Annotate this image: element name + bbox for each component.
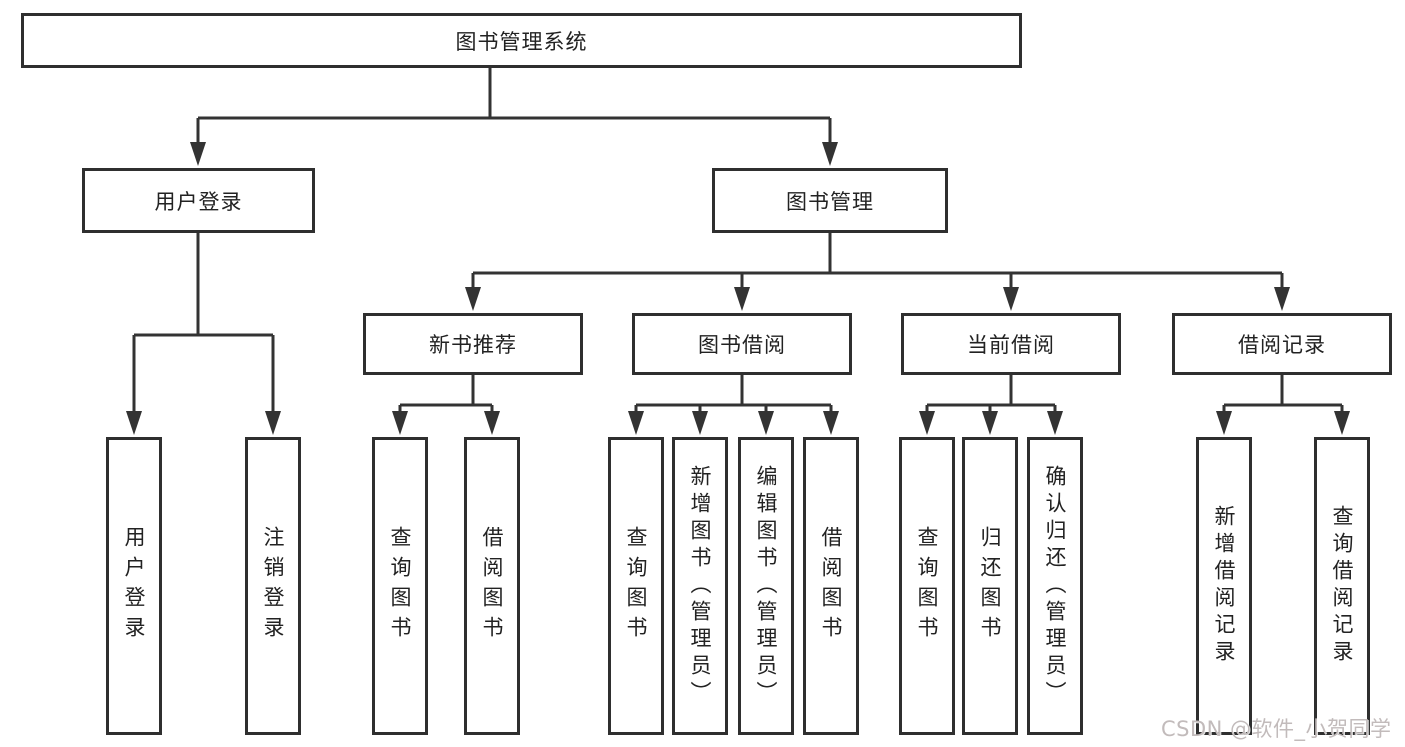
leaf-borrow-book: 借阅图书 xyxy=(803,437,859,735)
leaf-query-book-borrow: 查询图书 xyxy=(608,437,664,735)
node-book-mgmt: 图书管理 xyxy=(712,168,948,233)
leaf-return-book: 归还图书 xyxy=(962,437,1018,735)
leaf-query-borrow-record: 查询借阅记录 xyxy=(1314,437,1370,735)
leaf-user-login: 用户登录 xyxy=(106,437,162,735)
connector-new-book-recommend xyxy=(392,375,500,435)
node-borrow-records: 借阅记录 xyxy=(1172,313,1392,375)
connector-book-mgmt xyxy=(465,233,1290,311)
node-user-login: 用户登录 xyxy=(82,168,315,233)
leaf-edit-book-admin: 编辑图书（管理员） xyxy=(738,437,794,735)
csdn-watermark: CSDN @软件_小贺同学 xyxy=(1161,717,1392,741)
node-root: 图书管理系统 xyxy=(21,13,1022,68)
node-new-book-recommend: 新书推荐 xyxy=(363,313,583,375)
leaf-add-borrow-record: 新增借阅记录 xyxy=(1196,437,1252,735)
node-current-borrow: 当前借阅 xyxy=(901,313,1121,375)
connector-current-borrow xyxy=(919,375,1063,435)
leaf-logout-login: 注销登录 xyxy=(245,437,301,735)
connector-root xyxy=(190,68,838,166)
connector-borrow-records xyxy=(1216,375,1350,435)
node-book-borrow: 图书借阅 xyxy=(632,313,852,375)
connector-user-login xyxy=(126,233,281,435)
leaf-add-book-admin: 新增图书（管理员） xyxy=(672,437,728,735)
leaf-query-book-recommend: 查询图书 xyxy=(372,437,428,735)
leaf-confirm-return-admin: 确认归还（管理员） xyxy=(1027,437,1083,735)
leaf-query-book-current: 查询图书 xyxy=(899,437,955,735)
connector-book-borrow xyxy=(628,375,839,435)
leaf-borrow-book-recommend: 借阅图书 xyxy=(464,437,520,735)
